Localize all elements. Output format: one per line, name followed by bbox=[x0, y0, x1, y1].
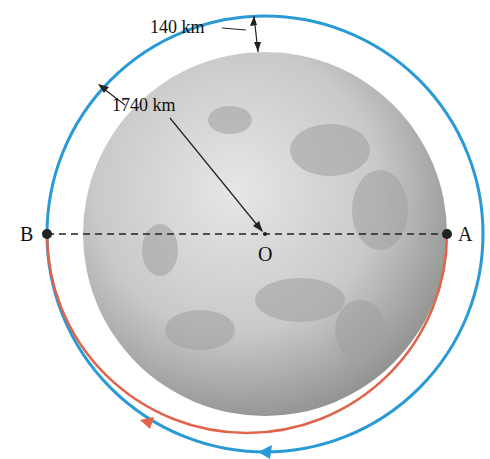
transfer-path bbox=[47, 234, 447, 433]
orbit-arrowhead bbox=[258, 445, 272, 459]
dimension-arrowhead bbox=[250, 16, 257, 26]
dashed-axis bbox=[47, 233, 447, 234]
radius-arrowhead bbox=[98, 84, 109, 93]
transfer-arrowhead bbox=[140, 417, 154, 429]
point-label: B bbox=[20, 224, 33, 244]
center-dot bbox=[263, 232, 267, 236]
leader-line bbox=[222, 28, 246, 30]
point-label: A bbox=[458, 224, 472, 244]
dimension-label: 140 km bbox=[150, 18, 205, 36]
moon-maria bbox=[142, 106, 408, 360]
point-dot bbox=[42, 229, 52, 239]
dimension-label: 1740 km bbox=[112, 96, 176, 114]
radius-line bbox=[170, 118, 262, 231]
dimension-arrowhead bbox=[254, 42, 261, 52]
point-dot bbox=[442, 229, 452, 239]
circular-orbit bbox=[47, 16, 483, 452]
radius-arrowhead bbox=[253, 221, 263, 232]
point-label: O bbox=[258, 244, 272, 264]
